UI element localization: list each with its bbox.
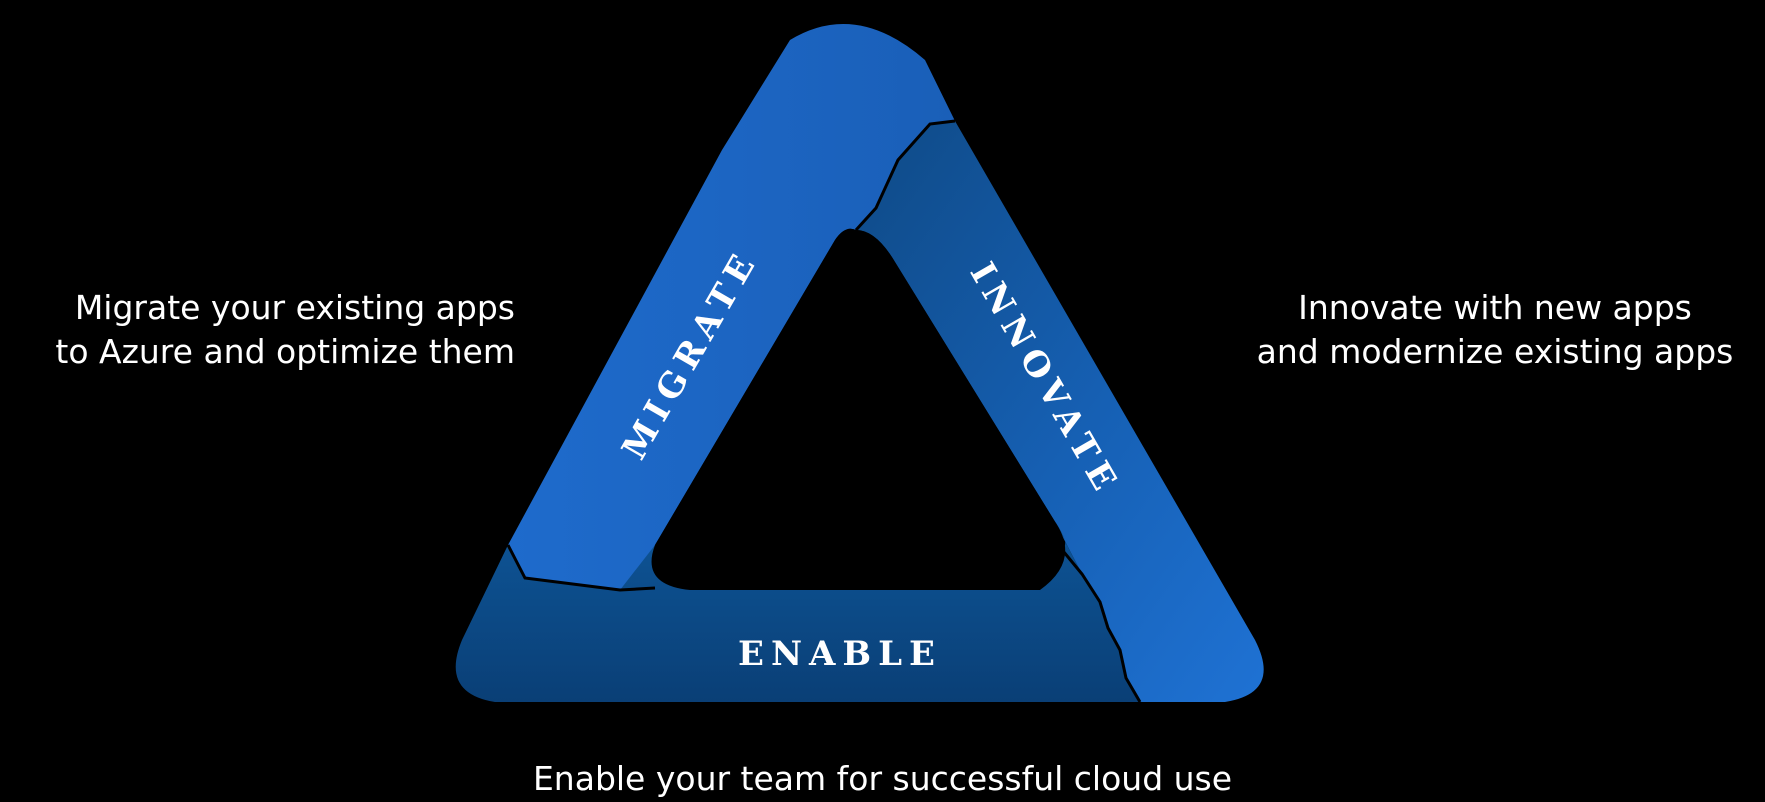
innovate-caption-line-2: and modernize existing apps [1256,332,1734,371]
migrate-caption: Migrate your existing apps to Azure and … [0,286,515,374]
enable-caption: Enable your team for successful cloud us… [0,757,1765,801]
innovate-segment [856,121,1264,702]
migrate-caption-line-2: to Azure and optimize them [55,332,515,371]
migrate-caption-line-1: Migrate your existing apps [74,288,515,327]
inner-hole [651,228,1066,590]
migrate-segment [508,24,955,590]
seam-line-left [506,544,656,592]
enable-caption-text: Enable your team for successful cloud us… [532,759,1233,798]
innovate-caption: Innovate with new apps and modernize exi… [1225,286,1765,374]
innovate-caption-line-1: Innovate with new apps [1298,288,1692,327]
enable-label: ENABLE [738,634,942,674]
seam-line-right [1052,539,1142,703]
seam-line-top [854,119,956,232]
